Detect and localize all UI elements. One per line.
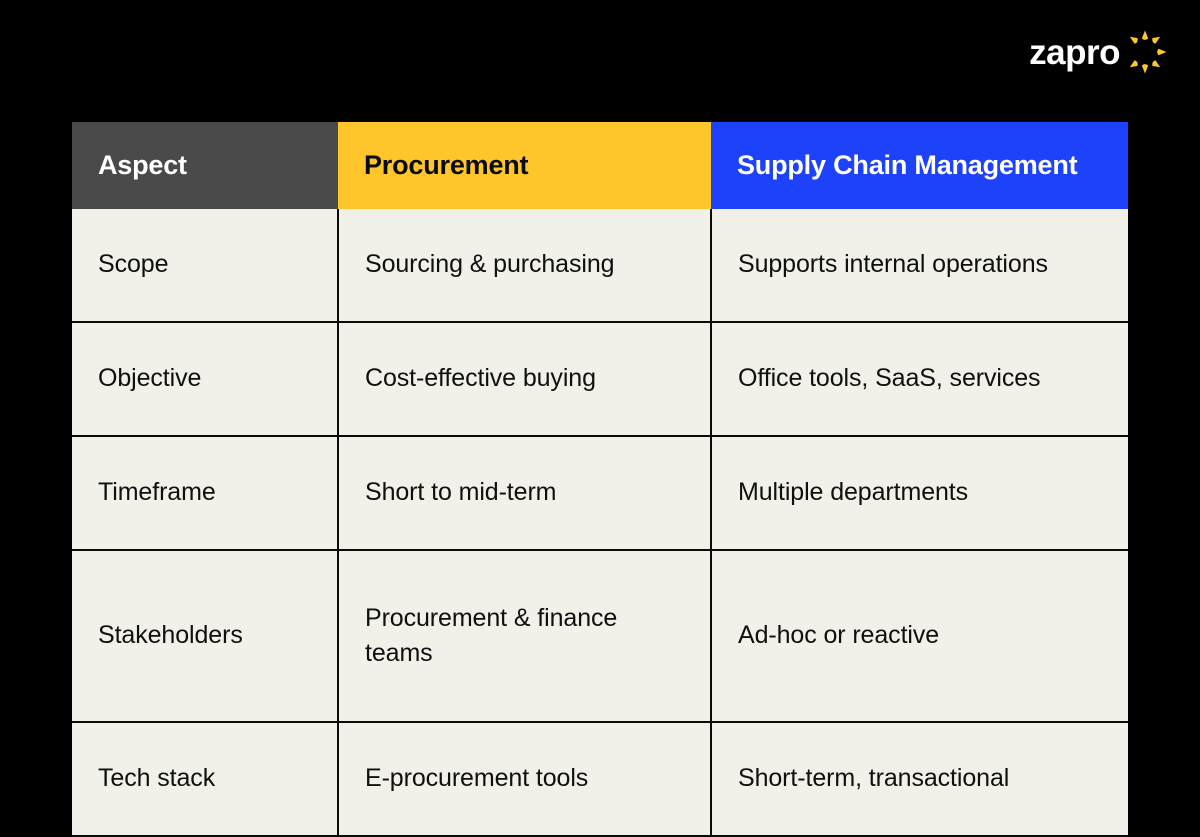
- table-row: Scope Sourcing & purchasing Supports int…: [72, 209, 1128, 322]
- cell-aspect: Timeframe: [72, 435, 339, 550]
- cell-procurement: E-procurement tools: [338, 721, 712, 837]
- cell-aspect: Scope: [72, 209, 339, 322]
- comparison-table-container: Aspect Procurement Supply Chain Manageme…: [72, 122, 1128, 837]
- table-header-row: Aspect Procurement Supply Chain Manageme…: [72, 122, 1128, 209]
- cell-procurement: Sourcing & purchasing: [338, 209, 712, 322]
- cell-aspect: Objective: [72, 321, 339, 436]
- column-header-procurement: Procurement: [338, 122, 711, 209]
- table-row: Stakeholders Procurement & finance teams…: [72, 549, 1128, 722]
- table-header: Aspect Procurement Supply Chain Manageme…: [72, 122, 1128, 209]
- cell-supply-chain: Multiple departments: [711, 435, 1128, 550]
- comparison-table: Aspect Procurement Supply Chain Manageme…: [72, 122, 1128, 837]
- cell-supply-chain: Ad-hoc or reactive: [711, 549, 1128, 722]
- column-header-supply-chain: Supply Chain Management: [711, 122, 1128, 209]
- table-body: Scope Sourcing & purchasing Supports int…: [72, 209, 1128, 837]
- table-row: Tech stack E-procurement tools Short-ter…: [72, 721, 1128, 837]
- brand-logo: zapro: [1029, 28, 1168, 76]
- cell-procurement: Procurement & finance teams: [338, 549, 712, 722]
- brand-wordmark: zapro: [1029, 32, 1120, 72]
- column-header-aspect: Aspect: [72, 122, 338, 209]
- table-row: Timeframe Short to mid-term Multiple dep…: [72, 435, 1128, 550]
- cell-supply-chain: Office tools, SaaS, services: [711, 321, 1128, 436]
- cell-supply-chain: Short-term, transactional: [711, 721, 1128, 837]
- table-row: Objective Cost-effective buying Office t…: [72, 321, 1128, 436]
- cell-supply-chain: Supports internal operations: [711, 209, 1128, 322]
- cell-aspect: Tech stack: [72, 721, 339, 837]
- cell-procurement: Short to mid-term: [338, 435, 712, 550]
- sunburst-icon: [1129, 30, 1167, 74]
- cell-procurement: Cost-effective buying: [338, 321, 712, 436]
- cell-aspect: Stakeholders: [72, 549, 339, 722]
